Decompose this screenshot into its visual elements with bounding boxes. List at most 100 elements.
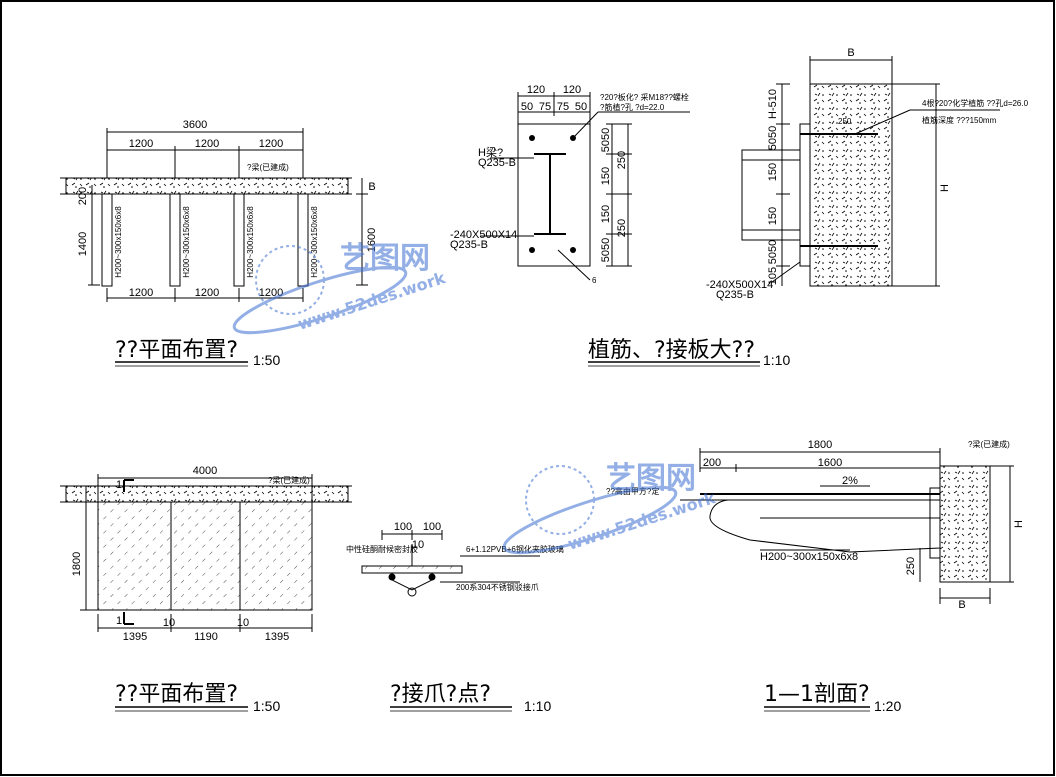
d4-gap2: 10 <box>237 617 249 629</box>
d2-title: 植筋、?接板大?? <box>588 338 755 363</box>
d2-label-h: H梁? <box>478 145 503 159</box>
d4-gap1: 10 <box>163 617 175 629</box>
d6-v: 250 <box>905 557 917 575</box>
d6-b: 1600 <box>818 457 842 469</box>
drawing1-text: 3600 1200 1200 1200 1200 1200 1200 1400 … <box>77 119 378 368</box>
d3-h: H <box>939 184 951 192</box>
d4-section-top: 1 <box>116 479 122 491</box>
drawing3-anchor-section <box>741 56 1000 287</box>
d1-scale: 1:50 <box>253 352 280 368</box>
d3-v3: 150 <box>767 207 779 225</box>
drawing2-text: 120 120 50 75 75 50 5050 250 150 150 250… <box>450 84 790 368</box>
d2-plate: -240X500X14 <box>450 229 517 241</box>
d4-b2: 1190 <box>194 631 218 643</box>
d2-top1: 120 <box>527 84 545 96</box>
d3-plate-mat: Q235-B <box>716 289 754 301</box>
d2-v6: 5050 <box>600 238 612 262</box>
d4-b1: 1395 <box>123 631 147 643</box>
d6-slope: 2% <box>842 475 858 487</box>
d1-beam-label-2: H200~300x150x6x8 <box>182 206 191 278</box>
d5-note2: 6+1.12PVB+6钢化夹胶玻璃 <box>466 544 564 554</box>
d1-note: ?梁(已建成) <box>247 162 289 172</box>
d4-note: ?梁(已建成) <box>268 475 310 485</box>
d1-span3: 1200 <box>259 138 283 150</box>
drawing4-plan <box>60 474 352 712</box>
d3-top: B <box>847 47 854 59</box>
d1-right-b: B <box>368 181 375 193</box>
d2-sub4: 50 <box>575 101 587 113</box>
d3-plate: -240X500X14 <box>706 279 773 291</box>
d2-v5: 250 <box>616 219 628 237</box>
d1-right-main: 1600 <box>366 228 378 252</box>
d5-title: ?接爪?点? <box>390 682 491 707</box>
d2-top2: 120 <box>563 84 581 96</box>
d1-span2: 1200 <box>195 138 219 150</box>
d3-v4: 5050 <box>767 240 779 264</box>
d2-v1: 5050 <box>600 128 612 152</box>
d2-label-mat: Q235-B <box>478 157 516 169</box>
d1-beam-label-4: H200~300x150x6x8 <box>310 206 319 278</box>
d5-c: 10 <box>412 539 424 551</box>
d3-v1: 5050 <box>767 126 779 150</box>
d4-b3: 1395 <box>265 631 289 643</box>
drawing6-section <box>680 448 1014 712</box>
d2-weld: 6 <box>592 276 597 285</box>
d6-total: 1800 <box>808 439 832 451</box>
d5-scale: 1:10 <box>524 698 551 714</box>
d6-h: H <box>1013 520 1025 528</box>
d1-beam-label-3: H200~300x150x6x8 <box>246 206 255 278</box>
d2-sub1: 50 <box>521 101 533 113</box>
drawing1-plan <box>60 128 368 367</box>
d2-note1: ?20?板化? 采M18??螺栓 <box>600 92 689 102</box>
d3-v5: 105 <box>767 267 779 285</box>
drawing5-spider-node <box>361 530 540 712</box>
d1-left-top: 200 <box>77 187 89 205</box>
d4-title: ??平面布置? <box>115 682 238 707</box>
d3-vtop: H-510 <box>767 89 779 119</box>
d2-sub2: 75 <box>539 101 551 113</box>
d1-bot1: 1200 <box>129 287 153 299</box>
d5-note1: 中性硅酮耐候密封胶 <box>346 544 418 554</box>
d5-a: 100 <box>394 521 412 533</box>
d3-note2: 植筋深度 ???150mm <box>922 115 997 125</box>
d4-left: 1800 <box>71 552 83 576</box>
d4-total: 4000 <box>193 465 217 477</box>
watermark-brand-1: 艺图网 <box>340 241 430 276</box>
d1-title: ??平面布置? <box>115 338 238 363</box>
d1-left-main: 1400 <box>77 232 89 256</box>
d2-sub3: 75 <box>557 101 569 113</box>
d5-b: 100 <box>423 521 441 533</box>
d6-scale: 1:20 <box>874 698 901 714</box>
d2-v4: 150 <box>600 205 612 223</box>
d6-title: 1—1剖面? <box>764 682 870 707</box>
d2-v3: 150 <box>600 167 612 185</box>
d4-section-bot: 1 <box>116 615 122 627</box>
d6-bw: B <box>958 599 965 611</box>
watermark-brand-2: 艺图网 <box>606 461 696 496</box>
existing-beam-band <box>65 177 349 195</box>
d2-scale: 1:10 <box>763 352 790 368</box>
glass-panels <box>97 501 313 611</box>
d2-note2: ?筋植?孔 ?d=22.0 <box>600 102 665 112</box>
d3-a: 250 <box>838 117 852 126</box>
drawing2-plate-detail <box>480 92 760 367</box>
d3-v2: 150 <box>767 163 779 181</box>
d2-plate-mat: Q235-B <box>450 239 488 251</box>
d4-scale: 1:50 <box>253 698 280 714</box>
drawing4-text: 4000 1800 1395 1190 1395 10 10 1 1 ?梁(已建… <box>71 465 310 714</box>
d1-bot2: 1200 <box>195 287 219 299</box>
d6-beam: H200~300x150x6x8 <box>760 551 858 563</box>
d1-beam-label-1: H200~300x150x6x8 <box>114 206 123 278</box>
d5-note3: 200系304不锈钢驳接爪 <box>456 582 539 592</box>
drawing5-text: 100 100 10 中性硅酮耐候密封胶 6+1.12PVB+6钢化夹胶玻璃 2… <box>346 521 564 714</box>
drawing3-text: B H H-510 5050 150 150 5050 105 250 4根?2… <box>706 47 1029 301</box>
d3-note1: 4根?20?化学植筋 ??孔d=26.0 <box>922 98 1029 108</box>
d6-a: 200 <box>703 457 721 469</box>
d1-total: 3600 <box>183 119 207 131</box>
d6-note1: ?梁(已建成) <box>968 439 1010 449</box>
d1-span1: 1200 <box>129 138 153 150</box>
d2-v2: 250 <box>616 151 628 169</box>
